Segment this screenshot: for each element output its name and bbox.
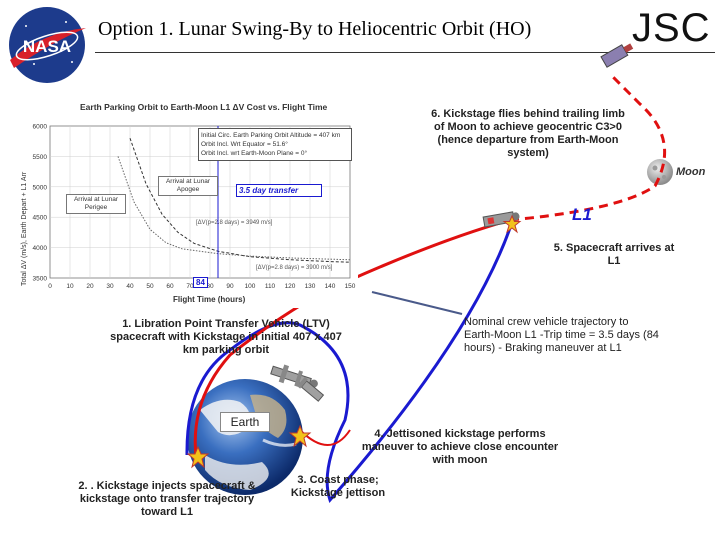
y-tick-label: 5000 [33,184,48,191]
x-tick-label: 120 [285,283,296,290]
x-tick-label: 10 [66,283,74,290]
crew-callout-line [371,291,463,315]
x-tick-label: 40 [126,283,134,290]
x-tick-label: 60 [166,283,174,290]
chart-ylabel: Total ΔV (m/s), Earth Depart + L1 Arr [21,171,28,286]
chart-label-3-5-day: 3.5 day transfer [236,184,322,197]
condition-line: Initial Circ. Earth Parking Orbit Altitu… [201,132,341,139]
x-tick-label: 90 [226,283,234,290]
l1-label: L1 [572,205,592,224]
x-tick-label: 110 [265,283,276,290]
chart-label-84: 84 [193,277,208,288]
step-3-note: 3. Coast phase; Kickstage jettison [290,474,386,499]
moon-label: Moon [676,166,706,178]
x-tick-label: 30 [106,283,114,290]
step-6-note: 6. Kickstage flies behind trailing limb … [431,108,625,159]
moon-body [647,159,673,185]
y-tick-label: 6000 [33,124,48,131]
crew-trajectory-line [185,227,512,503]
chart-ticks: 0 10 20 30 40 50 60 70 80 90 100 110 120 130 140 150 600… [33,124,356,291]
step-4-note: 4. Jettisoned kickstage performs maneuve… [361,428,559,466]
title-rule [95,52,715,53]
y-tick-label: 3500 [33,276,48,283]
y-tick-label: 4000 [33,245,48,252]
page-title: Option 1. Lunar Swing-By to Heliocentric… [98,18,532,40]
nasa-logo-text: NASA [23,37,71,56]
x-tick-label: 70 [186,283,194,290]
ltv-spacecraft-icon [270,364,318,388]
y-tick-label: 5500 [33,154,48,161]
x-tick-label: 150 [345,283,356,290]
chart-label-apogee: Arrival at Lunar Apogee [158,176,218,196]
burn-star-jettison-icon [288,424,312,448]
burn-star-injection-icon [186,445,210,469]
step-1-note: 1. Libration Point Transfer Vehicle (LTV… [110,318,342,356]
chart-title: Earth Parking Orbit to Earth-Moon L1 ΔV … [80,102,328,112]
chart-label-perigee: Arrival at Lunar Perigee [66,194,126,214]
x-tick-label: 0 [48,283,52,290]
step-5-note: 5. Spacecraft arrives at L1 [553,242,675,267]
y-tick-label: 4500 [33,215,48,222]
x-tick-label: 130 [305,283,316,290]
burn-star-l1-icon [502,214,522,234]
jsc-logo: JSC [632,6,711,50]
earth-globe [187,379,303,495]
kickstage-dashed-trajectory [509,72,667,222]
crew-trajectory-note: Nominal crew vehicle trajectory to Earth… [464,316,659,354]
chart-xlabel: Flight Time (hours) [173,295,246,304]
nasa-logo: NASA [4,2,90,88]
departing-spacecraft-icon [600,43,634,68]
x-tick-label: 80 [206,283,214,290]
x-tick-label: 20 [86,283,94,290]
condition-line: Orbit Incl. wrt Earth-Moon Plane = 0° [201,150,308,157]
x-tick-label: 50 [146,283,154,290]
x-tick-label: 100 [245,283,256,290]
series-line-1 [129,137,351,263]
chart-conditions-box: Initial Circ. Earth Parking Orbit Altitu… [198,128,352,161]
kickstage-icon [297,376,325,402]
condition-line: Orbit Incl. Wrt Equator = 51.6° [201,141,288,148]
x-tick-label: 140 [325,283,336,290]
earth-label: Earth [220,412,270,432]
series-line-2 [117,156,351,261]
chart-label-dv1: [ΔV(p=2.8 days) = 3949 m/s] [196,220,273,226]
kickstage-disposal-path [299,429,351,446]
step-2-note: 2. . Kickstage injects spacecraft & kick… [78,480,256,518]
chart-label-dv2: [ΔV(p=2.8 days) = 3900 m/s] [256,265,333,271]
